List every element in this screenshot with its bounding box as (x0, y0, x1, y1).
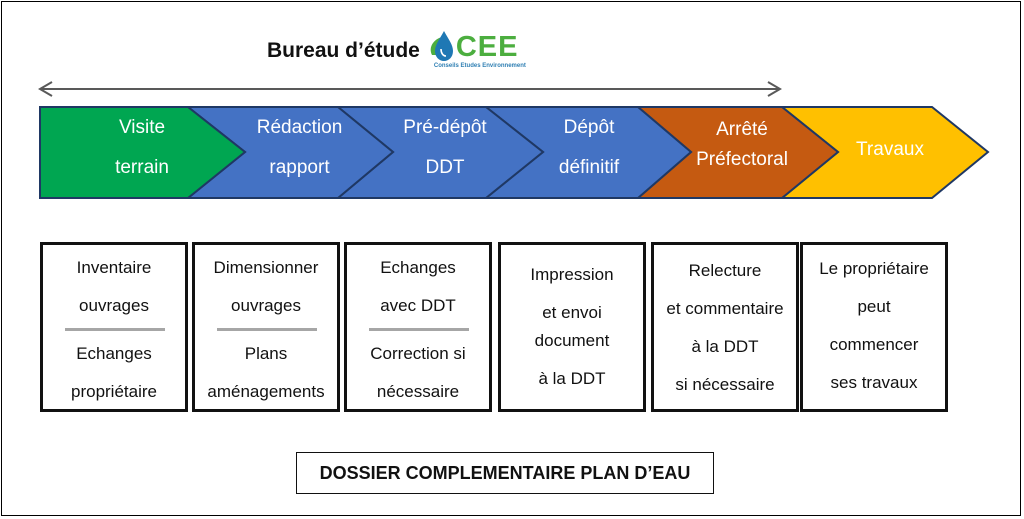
step-visite-line-1: Visite (118, 117, 166, 138)
box-predepot: Echanges avec DDT Correction si nécessai… (344, 242, 492, 412)
box-predepot-text-1: Echanges (380, 258, 456, 277)
box-redaction-text-4: aménagements (207, 382, 325, 401)
box-arrete-text-2: et commentaire (666, 299, 784, 318)
step-visite-label: Visite terrain (92, 108, 192, 188)
box-arrete-text-1: Relecture (688, 261, 762, 280)
step-redaction-line-2: rapport (269, 157, 330, 178)
box-predepot-text-3: Correction si (370, 344, 466, 363)
step-visite-line-2: terrain (115, 157, 169, 178)
step-arrete-line-2: Préfectoral (696, 149, 788, 170)
logo-text: CEE (455, 31, 519, 63)
box-travaux: Le propriétaire peut commencer ses trava… (800, 242, 948, 412)
box-visite-text-3: Echanges (76, 344, 152, 363)
step-arrete-line-1: Arrêté (716, 119, 768, 140)
header-title: Bureau d’étude (267, 39, 420, 62)
box-depot-text-4: à la DDT (538, 369, 606, 388)
box-predepot-text-2: avec DDT (380, 296, 456, 315)
box-travaux-text-3: commencer (829, 335, 919, 354)
step-redaction-label: Rédaction rapport (242, 108, 357, 188)
box-arrete-text-4: si nécessaire (675, 375, 775, 394)
footer-label: DOSSIER COMPLEMENTAIRE PLAN D’EAU (296, 452, 714, 494)
box-visite: Inventaire ouvrages Echanges propriétair… (40, 242, 188, 412)
timeline-double-arrow (38, 81, 782, 97)
step-travaux-label: Travaux (840, 138, 940, 162)
process-chevrons (38, 81, 990, 199)
cee-logo: CEE Conseils Etudes Environnement (426, 29, 526, 73)
water-drop-leaf-icon (430, 31, 453, 61)
step-depot-label: Dépôt définitif (534, 108, 644, 188)
box-arrete: Relecture et commentaire à la DDT si néc… (651, 242, 799, 412)
step-travaux-line-1: Travaux (856, 139, 924, 160)
step-visite-shape (39, 106, 247, 199)
box-visite-text-4: propriétaire (71, 382, 157, 401)
box-visite-separator (65, 328, 165, 331)
step-arrete-label: Arrêté Préfectoral (682, 115, 802, 175)
box-arrete-text-3: à la DDT (691, 337, 759, 356)
box-depot-text-3: document (534, 331, 610, 350)
box-travaux-text-1: Le propriétaire (819, 259, 929, 278)
box-travaux-text-4: ses travaux (830, 373, 918, 392)
box-depot: Impression et envoi document à la DDT (498, 242, 646, 412)
box-depot-text-2: et envoi (542, 303, 602, 322)
step-depot-line-1: Dépôt (563, 117, 615, 138)
box-depot-text-1: Impression (530, 265, 614, 284)
box-visite-text-2: ouvrages (79, 296, 149, 315)
box-travaux-text-2: peut (857, 297, 891, 316)
header: Bureau d’étude CEE Conseils Etudes Envir… (267, 26, 526, 76)
box-redaction-text-3: Plans (244, 344, 288, 363)
logo-tagline: Conseils Etudes Environnement (433, 63, 526, 69)
box-redaction: Dimensionner ouvrages Plans aménagements (192, 242, 340, 412)
box-visite-text-1: Inventaire (76, 258, 152, 277)
box-predepot-text-4: nécessaire (376, 382, 460, 401)
step-redaction-line-1: Rédaction (256, 117, 343, 138)
box-redaction-text-1: Dimensionner (213, 258, 319, 277)
step-depot-line-2: définitif (558, 157, 620, 178)
step-predepot-line-1: Pré-dépôt (403, 117, 487, 138)
step-predepot-label: Pré-dépôt DDT (390, 108, 500, 188)
box-redaction-text-2: ouvrages (231, 296, 301, 315)
box-predepot-separator (369, 328, 469, 331)
step-predepot-line-2: DDT (425, 157, 465, 178)
box-redaction-separator (217, 328, 317, 331)
